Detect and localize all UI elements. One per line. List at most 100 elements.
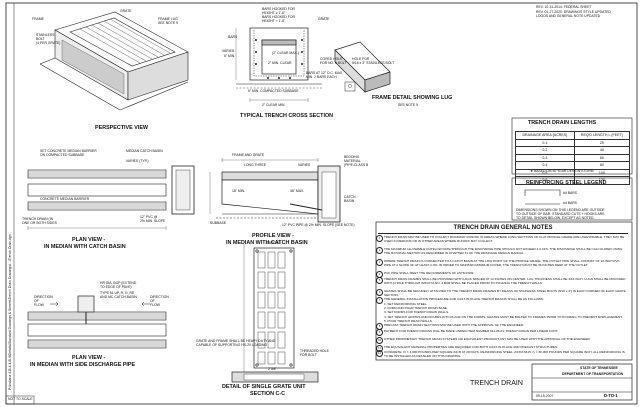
plan-basin-title: PLAN VIEW -	[72, 237, 106, 243]
pr-pipe: (PIPE-CLASS B	[344, 163, 369, 167]
pr-long: LONG THREE	[244, 163, 266, 167]
gd-four-bars: 4 BRCKS	[266, 241, 281, 245]
pb-median-barrier: SET CONCRETE MEDIAN BARRIER	[40, 149, 97, 153]
steel-bar-a: #4 BARS	[563, 191, 577, 195]
pb-pvc: 12" PVC @	[140, 215, 158, 219]
xs-height: HEIGHT ≥ 1'-6"	[262, 11, 286, 15]
note-text: WHERE TRENCH DRAIN IS CONNECTED TO A CAT…	[384, 259, 620, 268]
dept-name: DEPARTMENT OF TRANSPORTATION	[562, 372, 624, 376]
lengths-title: TRENCH DRAIN LENGTHS	[528, 120, 597, 126]
ps-edge: TO EDGE OF PAVE)	[100, 285, 132, 289]
plan-basin-subtitle: IN MEDIAN WITH CATCH BASIN	[44, 244, 126, 250]
steel-bar-b: #4 BARS	[563, 201, 577, 205]
pr-eighteen: 18" MIN.	[232, 189, 246, 193]
xs-bars-c: BARS AT 12" O.C. MAX.	[306, 71, 344, 75]
note-text: GRATES SHALL BE SECURELY ATTACHED TO THE…	[384, 289, 626, 298]
ps-hr: HR DIA. BOP (EXTEND	[100, 281, 137, 285]
ps-flow-left: FLOW	[34, 303, 44, 307]
lengths-table: DRAINAGE AREA (ACRES) REQ'D LENGTH L (FE…	[515, 131, 631, 185]
ps-direction-right: DIRECTION	[150, 295, 169, 299]
gd-threaded: THREADED HOLE	[300, 349, 329, 353]
note-text: THE EQUIVALENT MATERIAL PROPERTIES ARE R…	[384, 345, 558, 349]
table-cell: 0.3	[515, 153, 575, 162]
rev-line-3: LOGOS AND GENERAL NOTE UPDATED	[536, 14, 601, 18]
pr-basin: BASIN	[344, 199, 355, 203]
perspective-view	[39, 11, 189, 111]
ps-and: AND MC CATCH BASIN	[100, 295, 137, 299]
pb-compacted: ON COMPACTED SUBBASE	[40, 153, 85, 157]
pr-frame: FRAME AND GRATE	[232, 153, 265, 157]
table-cell: 0.2	[515, 146, 575, 155]
xs-clr-min: 2" MIN. CLEAR	[268, 61, 292, 65]
pr-max: 36" MAX.	[290, 189, 305, 193]
plan-side-drawing	[27, 295, 167, 349]
persp-per-grate: (4 PER GRATE)	[36, 41, 61, 45]
bar-shapes	[524, 189, 561, 205]
ps-of-left: OF	[34, 299, 39, 303]
note-7-steps: 1. SET REINFORCING STEEL. 2. FORM AND PO…	[384, 302, 623, 323]
lengths-col1: DRAINAGE AREA (ACRES)	[515, 131, 575, 140]
xs-cl-max: (2" CLEAR MAX.)	[272, 51, 299, 55]
pb-varies: VARIES (TYP.)	[126, 159, 149, 163]
table-cell: 0.1	[515, 138, 575, 147]
note-text: THE GENERAL INSTALLATION PROCEDURE FOR C…	[384, 297, 544, 301]
xs-height2: HEIGHT < 1'-6"	[262, 19, 286, 23]
persp-grate: GRATE	[120, 9, 132, 13]
table-cell: 40	[573, 146, 631, 155]
ps-of-right: OF	[150, 299, 155, 303]
profile-title: PROFILE VIEW -	[252, 233, 294, 239]
persp-bolt: BOLT	[36, 37, 45, 41]
steel-note-3: TO DETAIL SHOWN BELOW, EXCEPT AS NOTED.	[516, 216, 595, 220]
plan-side-subtitle: IN MEDIAN WITH SIDE DISCHARGE PIPE	[30, 362, 136, 368]
frame-detail-drawing	[334, 41, 391, 93]
pr-catch: CATCH	[344, 195, 356, 199]
perspective-title: PERSPECTIVE VIEW	[95, 125, 149, 131]
pb-concrete: CONCRETE MEDIAN BARRIER	[40, 197, 90, 201]
not-to-scale: NOT TO SCALE	[8, 397, 33, 401]
table-row: DRAINAGE AREA (ACRES) REQ'D LENGTH L (FE…	[515, 131, 631, 140]
grate-detail-section: SECTION C-C	[250, 391, 286, 397]
note-text: PAYMENT FOR TRENCH DRAINS WILL BE MADE U…	[384, 329, 559, 333]
rev-line-1: REV. 10-31-2014: FEDERAL SHEET	[536, 5, 592, 9]
note-text: THE MAXIMUM ALLOWABLE OUTFLOW RATE THROU…	[384, 247, 623, 256]
ps-direction-left: DIRECTION	[34, 295, 53, 299]
persp-frame-lug: FRAME LUG	[158, 17, 178, 21]
grate-detail-title: DETAIL OF SINGLE GRATE UNIT	[222, 384, 306, 390]
pr-slope: 12" PVC PIPE @ 2% MIN. SLOPE (SEE NOTE)	[282, 223, 355, 227]
xs-bars-top: BARS HOOKED FOR	[262, 7, 295, 11]
gd-note-1: GRATE AND FRAME SHALL BE HEAVY DUTY AND	[196, 339, 276, 343]
note-text: PVC PIPE SHALL MEET THE REQUIREMENTS OF …	[384, 271, 475, 275]
state-name: STATE OF TENNESSEE	[580, 366, 618, 370]
steel-title: REINFORCING STEEL LEGEND	[526, 180, 607, 186]
pb-median-catch: MEDIAN CATCH BASIN	[126, 149, 163, 153]
gd-dims: 2 3/8"	[268, 367, 277, 371]
drawing-title: TRENCH DRAIN	[470, 380, 523, 387]
grate-detail-drawing	[231, 244, 319, 383]
ps-type: TYPE 61 UP, R, G, RE	[100, 291, 135, 295]
gd-for-bolt: FOR BOLT	[300, 353, 317, 357]
table-cell: 0.4	[515, 161, 575, 170]
drawing-date: 09-15-2007	[536, 394, 554, 398]
drawing-number: D-TD-1	[604, 393, 618, 398]
gd-note-2: CAPABLE OF SUPPORTING HS-20 LOADING	[196, 343, 268, 347]
cross-section-drawing	[235, 27, 322, 102]
table-cell: 80	[573, 161, 631, 170]
plan-basin-drawing	[27, 165, 195, 230]
file-path: P:\Indiana 4-B-4 4-B-4\Details\Standard …	[8, 234, 12, 390]
profile-drawing	[209, 158, 341, 223]
note-text: TRENCH DRAIN FRAMES SHALL BE PROVIDED WI…	[384, 277, 626, 286]
xs-varies: VARIES	[222, 49, 235, 53]
